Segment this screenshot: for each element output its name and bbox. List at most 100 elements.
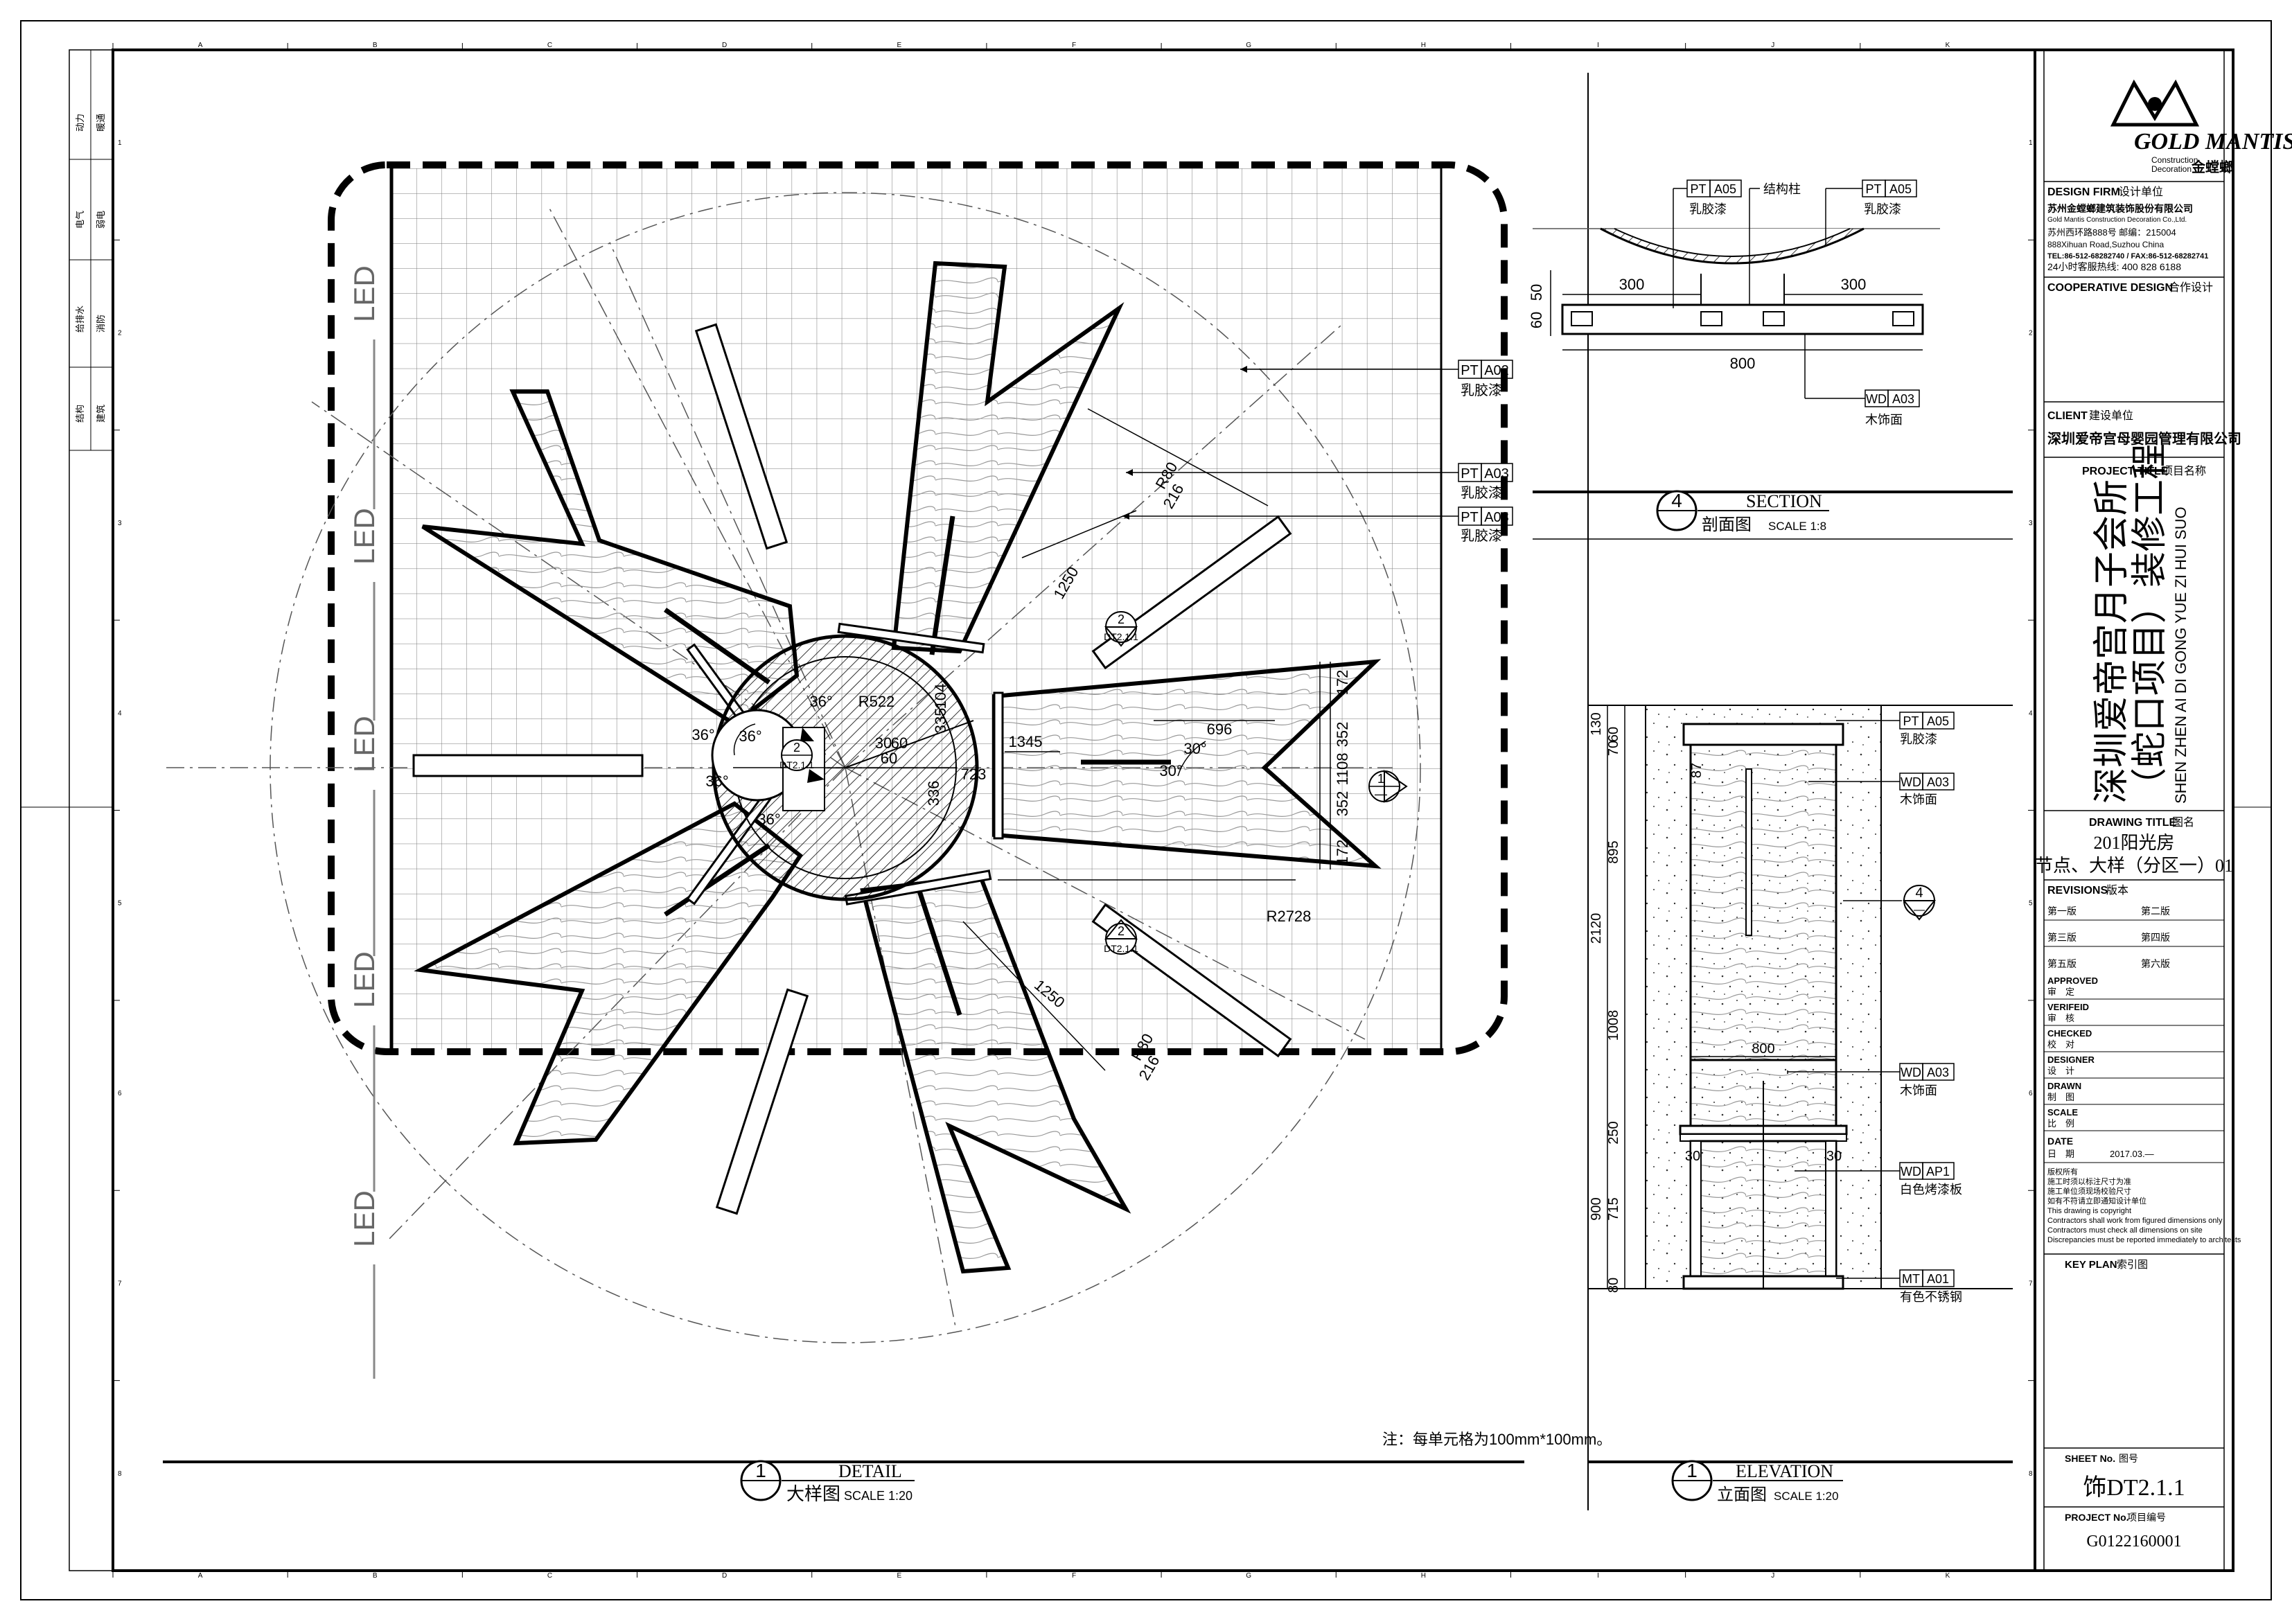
date-label: DATE xyxy=(2047,1136,2073,1147)
grid-letter: A xyxy=(198,1572,203,1580)
elev-dim-80: 80 xyxy=(1606,1278,1621,1293)
elev-dim-130: 130 xyxy=(1589,712,1604,735)
elev-dim-60: 60 xyxy=(1606,727,1621,742)
drawing-title-label: DRAWING TITLE xyxy=(2089,817,2177,829)
grid-number: 2 xyxy=(118,330,122,337)
callout-number: 2 xyxy=(1118,612,1125,626)
key-plan-cn: 索引图 xyxy=(2117,1259,2148,1271)
phone-fax: TEL:86-512-68282740 / FAX:86-512-6828274… xyxy=(2047,252,2208,261)
grid-letter: D xyxy=(722,42,727,49)
section-callout-2-center[interactable]: 2 DT2.1.1 xyxy=(779,739,814,771)
tag-ref: A05 xyxy=(1714,182,1736,196)
section-drawing: 300 300 800 50 60 PT A05 乳胶漆 结构柱 PT A05 xyxy=(1528,73,2013,1510)
dim-352-bottom: 352 xyxy=(1334,791,1351,817)
firm-english: Gold Mantis Construction Decoration Co.,… xyxy=(2047,216,2187,224)
elev-dim-87: 87 xyxy=(1689,763,1704,778)
grid-number: 8 xyxy=(2029,1470,2033,1478)
angle-36-a: 36° xyxy=(739,727,761,745)
design-firm-label: DESIGN FIRM xyxy=(2047,186,2120,198)
title-number: 1 xyxy=(755,1460,766,1481)
tag-ref: AP1 xyxy=(1926,1165,1950,1179)
dim-radius-522: R522 xyxy=(858,693,895,710)
grid-letter: B xyxy=(373,42,378,49)
copyright-line: 施工单位须现场校验尺寸 xyxy=(2047,1186,2131,1196)
title-chinese: 立面图 xyxy=(1717,1485,1767,1504)
approval-cn: 审 定 xyxy=(2047,987,2074,997)
discipline-label: 给排水 xyxy=(75,306,85,333)
tag-code: WD xyxy=(1866,392,1887,406)
dim-104: 104 xyxy=(932,684,949,709)
angle-30-b: 30° xyxy=(1183,740,1206,757)
grid-number: 6 xyxy=(2029,1090,2033,1097)
copyright-line: Discrepancies must be reported immediate… xyxy=(2047,1236,2241,1244)
project-name-line1: 深圳爱帝宫月子会所 xyxy=(2092,479,2132,804)
elevation-drawing: 130 60 70 895 2120 1008 250 900 715 80 8… xyxy=(1588,705,2013,1504)
tag-ref: A03 xyxy=(1927,775,1949,789)
grid-letter: J xyxy=(1771,42,1774,49)
grid-letter: E xyxy=(897,1572,901,1580)
dim-30: 30 xyxy=(875,734,892,752)
client-name: 深圳爱帝宫母婴园管理有限公司 xyxy=(2047,430,2241,447)
title-chinese: 剖面图 xyxy=(1702,515,1752,534)
project-pinyin: SHEN ZHEN AI DI GONG YUE ZI HUI SUO xyxy=(2172,506,2189,804)
section-callout-2-top[interactable]: 2 DT2.1.1 xyxy=(1104,611,1138,647)
tag-note: 有色不锈钢 xyxy=(1900,1290,1962,1304)
tag-note: 乳胶漆 xyxy=(1864,202,1901,216)
dim-radius-2728: R2728 xyxy=(1267,908,1312,925)
section-callout-1[interactable]: 1 — xyxy=(1368,770,1408,803)
elev-dim-2120: 2120 xyxy=(1589,913,1604,944)
gold-mantis-logo: GOLD MANTIS Construction Decoration 金螳螂 xyxy=(2110,79,2292,175)
tag-note: 乳胶漆 xyxy=(1689,202,1727,216)
copyright-notes: 版权所有施工时须以标注尺寸为准施工单位须现场校验尺寸如有不符请立即通知设计单位T… xyxy=(2047,1167,2241,1244)
grid-letter: H xyxy=(1421,42,1426,49)
copyright-line: 如有不符请立即通知设计单位 xyxy=(2047,1196,2146,1206)
tag-code: WD xyxy=(1901,775,1921,789)
grid-number: 5 xyxy=(118,900,122,908)
section-title: 4 SECTION 剖面图 SCALE 1:8 xyxy=(1533,490,2013,540)
grid-number: 6 xyxy=(118,1090,122,1097)
approval-cn: 审 核 xyxy=(2047,1013,2074,1023)
title-number: 4 xyxy=(1671,490,1682,511)
tag-ref: A03 xyxy=(1927,1066,1949,1079)
tag-ref: A03 xyxy=(1892,392,1914,406)
material-tags: PT A02 乳胶漆 PT A03 乳胶漆 PT A03 乳胶漆 xyxy=(1122,360,1513,544)
elev-dim-1008: 1008 xyxy=(1606,1010,1621,1041)
section-callout-2-bottom[interactable]: 2 DT2.1.1 xyxy=(1104,919,1138,955)
title-number: 1 xyxy=(1686,1460,1698,1481)
grid-number: 3 xyxy=(118,520,122,527)
callout-number: 2 xyxy=(1118,924,1125,938)
approval-label: CHECKED xyxy=(2047,1028,2092,1039)
grid-number: 7 xyxy=(118,1280,122,1287)
tag-code: PT xyxy=(1461,466,1479,482)
client-cn: 建设单位 xyxy=(2089,409,2133,422)
copyright-line: Contractors must check all dimensions on… xyxy=(2047,1226,2203,1235)
sheet-no-cn: 图号 xyxy=(2119,1453,2138,1464)
grid-letter: B xyxy=(373,1572,378,1580)
discipline-label: 暖通 xyxy=(96,114,106,132)
elevation-section-callout[interactable]: 4 — xyxy=(1843,885,1937,921)
grid-letter: G xyxy=(1246,1572,1251,1580)
grid-number: 1 xyxy=(118,139,122,147)
callout-number: 4 xyxy=(1915,885,1923,901)
dim-696: 696 xyxy=(1207,721,1233,738)
grid-letter: K xyxy=(1946,1572,1950,1580)
grid-letter: I xyxy=(1597,1572,1599,1580)
revision-6: 第六版 xyxy=(2141,958,2170,969)
grid-number: 2 xyxy=(2029,330,2033,337)
column-label: 结构柱 xyxy=(1763,182,1801,196)
title-english: DETAIL xyxy=(838,1461,902,1481)
tag-note: 木饰面 xyxy=(1900,793,1937,806)
grid-number: 3 xyxy=(2029,520,2033,527)
grid-letter: G xyxy=(1246,42,1251,49)
revision-3: 第三版 xyxy=(2047,932,2077,943)
angle-36-c: 36° xyxy=(705,773,728,790)
light-slot-south xyxy=(715,988,809,1215)
elev-dim-800: 800 xyxy=(1752,1041,1774,1057)
section-dim-300-left: 300 xyxy=(1619,276,1645,293)
cooperative-design-cn: 合作设计 xyxy=(2169,281,2213,294)
discipline-label: 结构 xyxy=(75,405,85,423)
tag-note: 乳胶漆 xyxy=(1461,528,1502,544)
sheet-number: 饰DT2.1.1 xyxy=(2083,1474,2185,1501)
